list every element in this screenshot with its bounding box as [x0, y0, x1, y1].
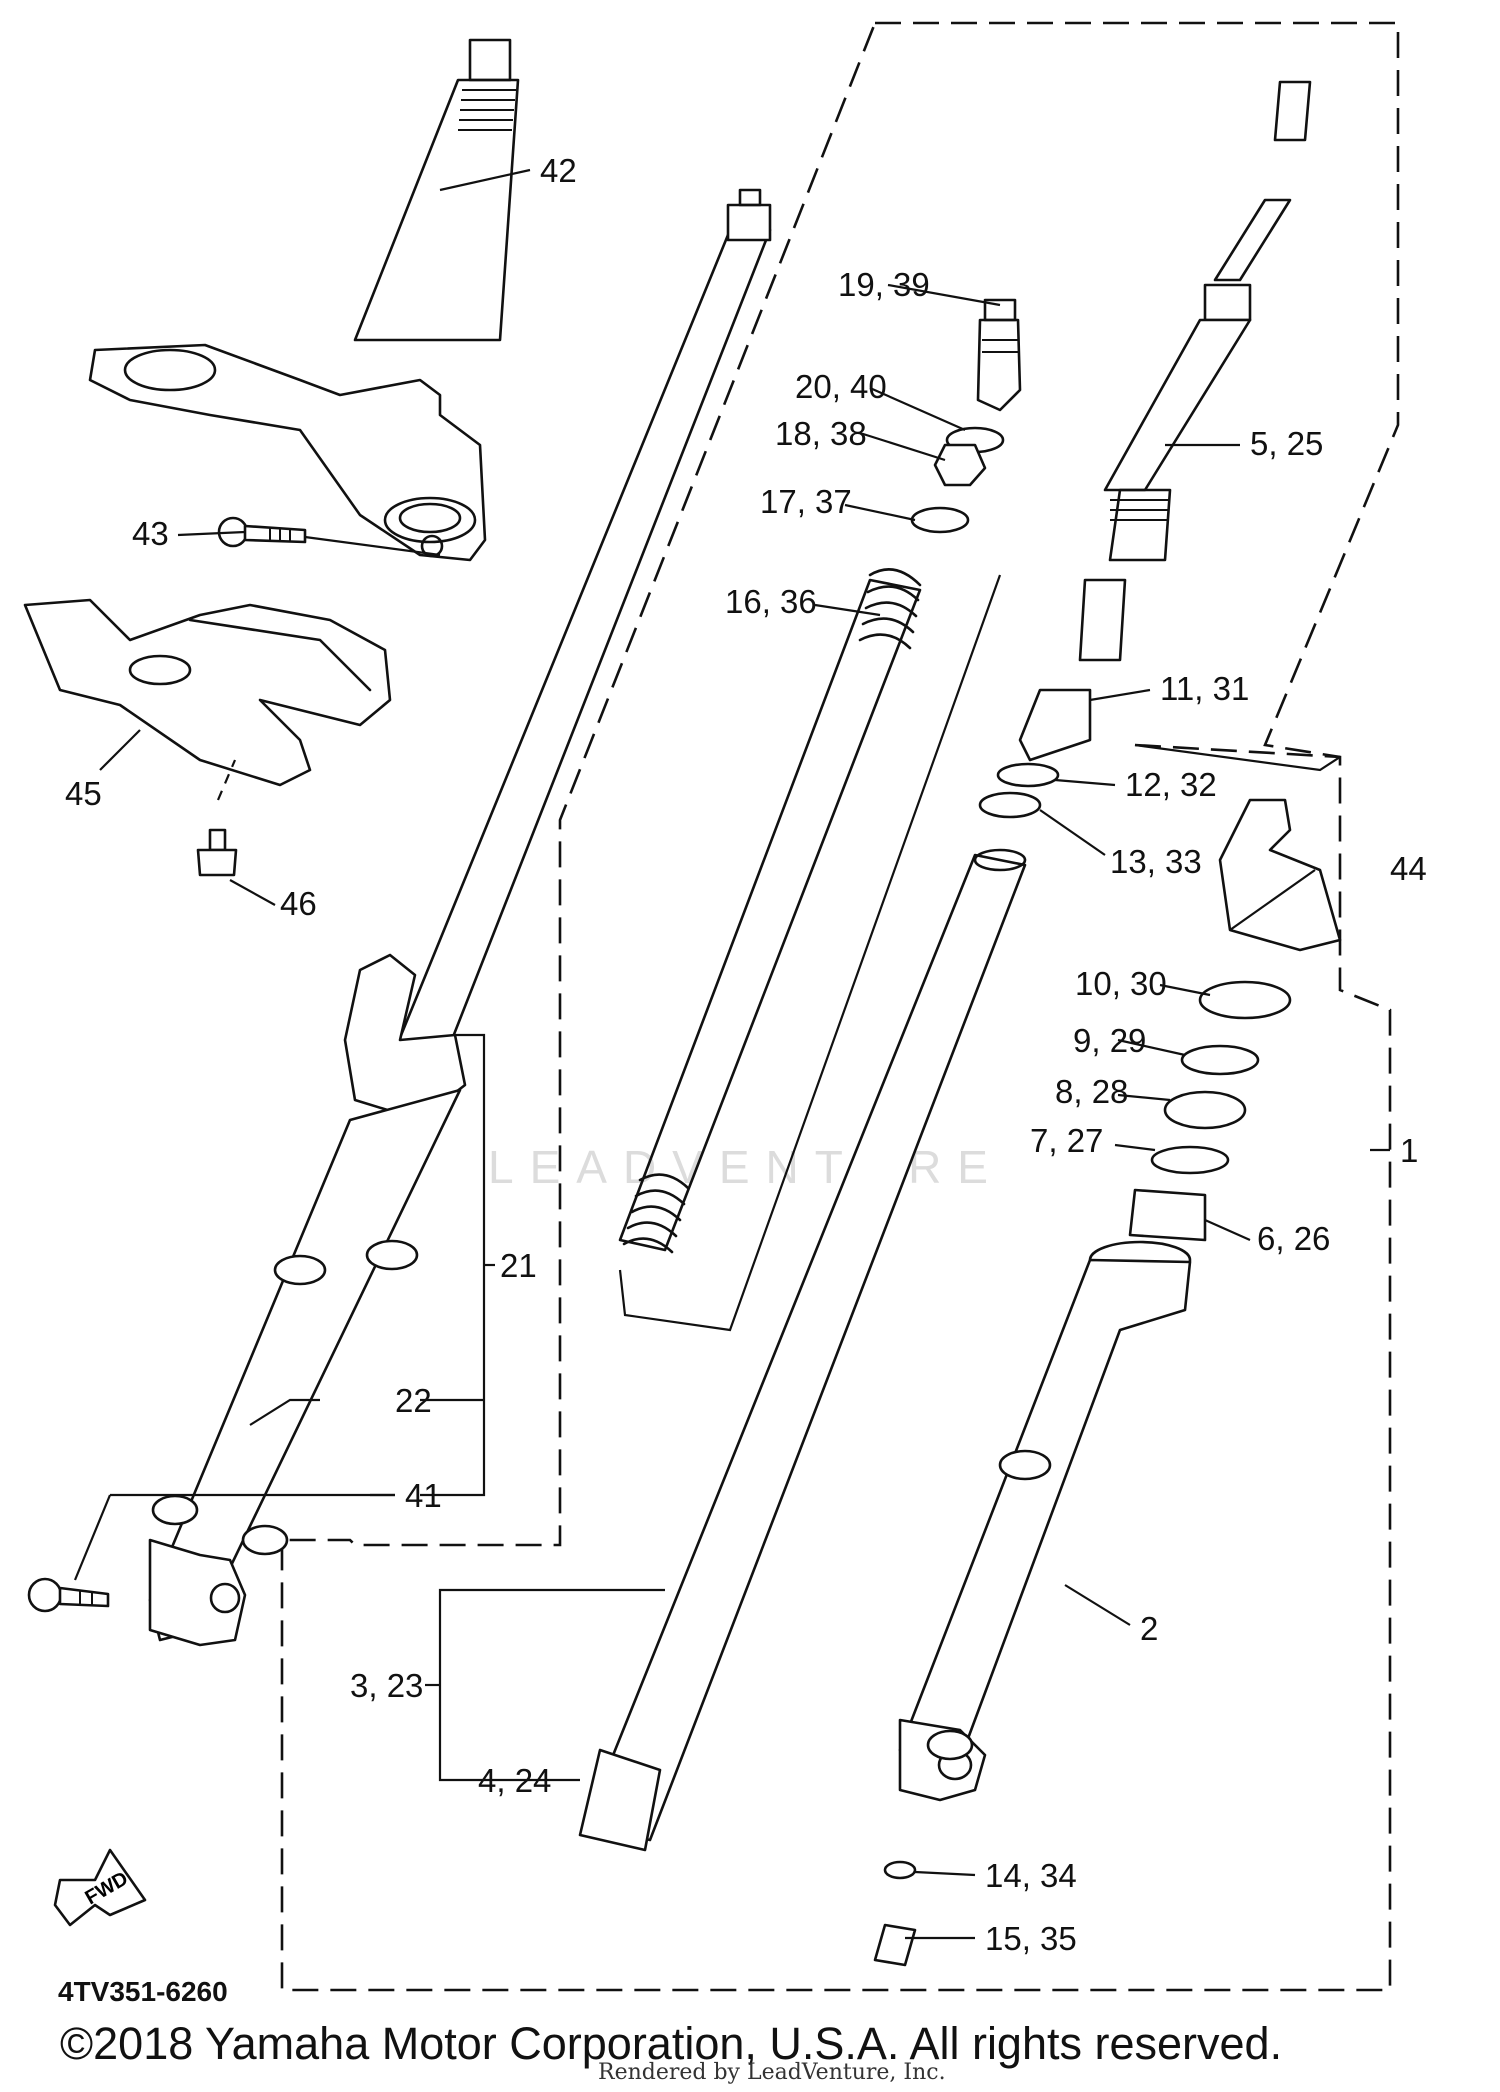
clip-part-9-29	[1180, 1044, 1260, 1076]
guard-part-44	[1134, 743, 1342, 952]
assembly-44-boundary-dashed	[1134, 743, 1341, 759]
callout-1: 1	[1400, 1132, 1418, 1169]
callout-10-30: 10, 30	[1075, 965, 1167, 1002]
callout-42: 42	[540, 152, 577, 189]
washer-part-14-34	[883, 1860, 917, 1880]
diagram-code: 4TV351-6260	[58, 1976, 228, 2007]
callout-13-33: 13, 33	[1110, 843, 1202, 880]
washer-part-13-33	[978, 791, 1042, 819]
nut-part-18-38	[933, 443, 987, 487]
callout-46: 46	[280, 885, 317, 922]
callout-44: 44	[1390, 850, 1427, 887]
callout-43: 43	[132, 515, 169, 552]
callout-17-37: 17, 37	[760, 483, 852, 520]
callout-8-28: 8, 28	[1055, 1073, 1128, 1110]
washer-part-17-37	[910, 506, 970, 534]
callout-41: 41	[405, 1477, 442, 1514]
callout-15-35: 15, 35	[985, 1920, 1077, 1957]
copyright-notice: ©2018 Yamaha Motor Corporation, U.S.A. A…	[60, 2018, 1283, 2069]
callout-5-25: 5, 25	[1250, 425, 1323, 462]
forward-arrow-icon: FWD	[53, 1848, 147, 1927]
seal-part-10-30	[1198, 980, 1292, 1020]
bolt-part-41	[27, 1577, 110, 1613]
callout-14-34: 14, 34	[985, 1857, 1077, 1894]
bolt-part-15-35	[873, 1923, 917, 1967]
callout-22: 22	[395, 1382, 432, 1419]
piston-part-5-25-lower	[1078, 578, 1127, 662]
inner-tube-part-3-23	[578, 848, 1027, 1852]
circlip-part-12-32	[996, 762, 1060, 788]
adjuster-part-19-39	[976, 298, 1022, 412]
assembly-boundary-dashed	[280, 21, 1400, 1992]
oil-lock-part-11-31	[1018, 688, 1092, 762]
cover-part-45	[23, 598, 392, 787]
callout-labels: 42 19, 39 20, 40 18, 38 17, 37 16, 36 5,…	[65, 152, 1427, 1957]
rendered-by-notice: Rendered by LeadVenture, Inc.	[598, 2060, 946, 2085]
callout-45: 45	[65, 775, 102, 812]
callout-4-24: 4, 24	[478, 1762, 551, 1799]
callout-20-40: 20, 40	[795, 368, 887, 405]
callout-6-26: 6, 26	[1257, 1220, 1330, 1257]
callout-12-32: 12, 32	[1125, 766, 1217, 803]
fork-spring-part-16-36	[618, 568, 1002, 1332]
callout-3-23: 3, 23	[350, 1667, 423, 1704]
callout-7-27: 7, 27	[1030, 1122, 1103, 1159]
callout-21: 21	[500, 1247, 537, 1284]
callout-2: 2	[1140, 1610, 1158, 1647]
left-fork-assembly	[148, 188, 772, 1647]
callout-16-36: 16, 36	[725, 583, 817, 620]
bolt-part-46	[196, 759, 238, 877]
washer-part-7-27	[1150, 1145, 1230, 1175]
guide-bushing-part-6-26	[1128, 1188, 1207, 1242]
callout-9-29: 9, 29	[1073, 1022, 1146, 1059]
callout-19-39: 19, 39	[838, 266, 930, 303]
steering-stem-part-42	[88, 38, 520, 562]
bracket-21-22-41	[73, 1033, 495, 1581]
damper-rod-part-5-25	[1103, 80, 1312, 562]
seal-part-8-28	[1163, 1090, 1247, 1130]
callout-11-31: 11, 31	[1160, 670, 1249, 707]
outer-tube-part-2	[898, 1240, 1192, 1802]
leader-lines	[99, 168, 1390, 1940]
callout-18-38: 18, 38	[775, 415, 867, 452]
